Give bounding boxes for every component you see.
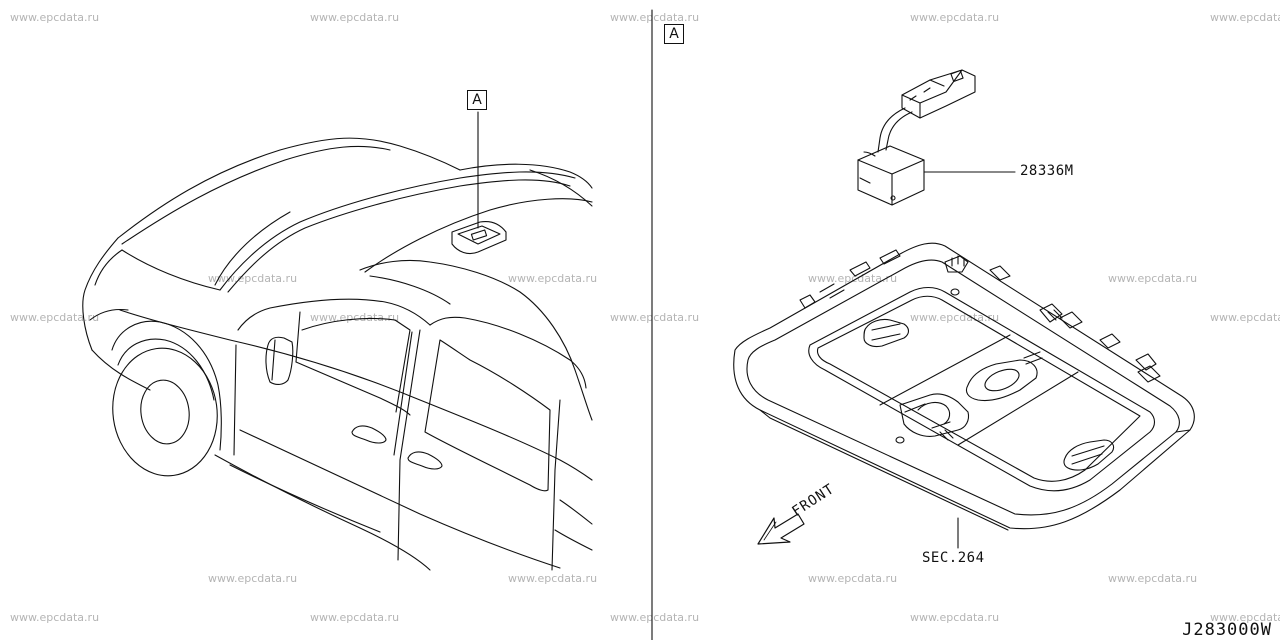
watermark: www.epcdata.ru bbox=[808, 572, 898, 585]
overhead-console-drawing bbox=[734, 243, 1195, 530]
control-module-drawing bbox=[858, 70, 975, 205]
vehicle-drawing bbox=[83, 138, 592, 570]
watermark: www.epcdata.ru bbox=[1210, 611, 1280, 624]
watermark: www.epcdata.ru bbox=[1210, 11, 1280, 24]
watermark: www.epcdata.ru bbox=[10, 311, 100, 324]
watermark: www.epcdata.ru bbox=[910, 611, 1000, 624]
watermark: www.epcdata.ru bbox=[610, 611, 700, 624]
diagram-code: J283000W bbox=[1182, 620, 1272, 640]
watermark: www.epcdata.ru bbox=[610, 11, 700, 24]
watermark: www.epcdata.ru bbox=[208, 572, 298, 585]
watermark: www.epcdata.ru bbox=[808, 272, 898, 285]
part-number-label: 28336M bbox=[1020, 163, 1074, 179]
watermark: www.epcdata.ru bbox=[310, 11, 400, 24]
watermark: www.epcdata.ru bbox=[910, 11, 1000, 24]
front-arrow-icon bbox=[758, 514, 804, 544]
watermark: www.epcdata.ru bbox=[310, 311, 400, 324]
watermark: www.epcdata.ru bbox=[10, 11, 100, 24]
view-label-left: A bbox=[467, 90, 487, 110]
watermark: www.epcdata.ru bbox=[310, 611, 400, 624]
watermark: www.epcdata.ru bbox=[610, 311, 700, 324]
view-label-right: A bbox=[664, 24, 684, 44]
watermark: www.epcdata.ru bbox=[10, 611, 100, 624]
watermark: www.epcdata.ru bbox=[508, 572, 598, 585]
section-ref-label: SEC.264 bbox=[922, 550, 985, 566]
watermark: www.epcdata.ru bbox=[1210, 311, 1280, 324]
watermark: www.epcdata.ru bbox=[208, 272, 298, 285]
watermark: www.epcdata.ru bbox=[508, 272, 598, 285]
watermark: www.epcdata.ru bbox=[1108, 572, 1198, 585]
watermark: www.epcdata.ru bbox=[1108, 272, 1198, 285]
